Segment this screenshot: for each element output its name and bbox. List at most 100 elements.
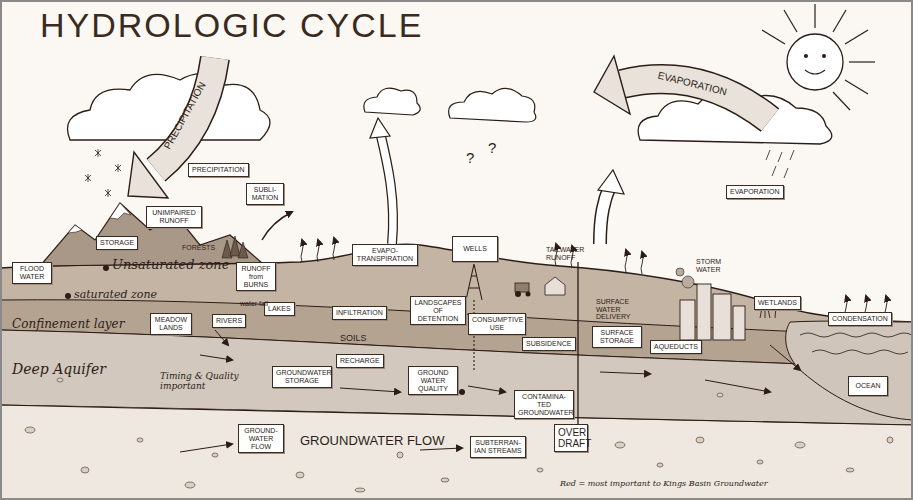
rain-drop [772, 166, 776, 176]
building [697, 284, 711, 340]
precipitation-arrow-fill [156, 58, 215, 170]
annotation-label: PRECIPITATION [162, 80, 208, 151]
note-box: CONDENSATION [828, 312, 892, 326]
note-box: CONSUMPTIVE USE [468, 313, 526, 335]
tree [230, 236, 240, 256]
pebble [757, 460, 763, 464]
tree [238, 242, 248, 258]
snowflake [95, 149, 101, 157]
pebble [355, 488, 365, 492]
rain [766, 150, 794, 178]
tailwater-arrow-head [598, 170, 624, 194]
note-box: RECHARGE [336, 354, 384, 368]
note-box: SUBTERRAN- IAN STREAMS [470, 436, 526, 458]
sun-ray [814, 4, 815, 28]
annotation-label: saturated zone [74, 289, 157, 301]
annotation-label: EVAPORATION [657, 70, 728, 98]
flow-arrow [215, 330, 228, 345]
evapotranspiration-arrow-fill [380, 132, 393, 244]
derrick-frame [466, 264, 482, 300]
note-box: WETLANDS [754, 296, 801, 310]
smoke [682, 276, 694, 288]
note-box: LANDSCAPES OF DETENTION [410, 296, 466, 325]
box-text: RIVERS [216, 317, 242, 325]
tractor-wheel [526, 292, 531, 297]
note-box: RIVERS [212, 314, 246, 328]
sun-eye [804, 54, 808, 58]
note-box: EVAPO- TRANSPIRATION [352, 244, 418, 266]
box-text: WELLS [456, 245, 494, 253]
building [733, 306, 745, 340]
tractor [515, 283, 529, 292]
sun-eye [822, 54, 826, 58]
flow-arrow [770, 345, 800, 370]
note-box: RUNOFF from BURNS [236, 262, 276, 291]
box-text: UNIMPAIRED RUNOFF [150, 209, 198, 225]
box-text: CONTAMINA- TED GROUNDWATER [518, 393, 570, 416]
rain-drop [766, 150, 770, 160]
box-text: SUBTERRAN- IAN STREAMS [474, 439, 522, 455]
building [713, 294, 731, 340]
sun-ray [845, 30, 868, 44]
pebble [696, 437, 704, 443]
precipitation-arrow-head [128, 152, 168, 198]
cloud [364, 88, 420, 115]
box-text: FLOOD WATER [16, 265, 48, 281]
sun-ray [845, 80, 868, 94]
importance-dot [65, 293, 71, 299]
box-text: GROUND- WATER FLOW [242, 427, 280, 450]
building [680, 300, 695, 340]
note-box: EVAPORATION [726, 185, 784, 199]
annotation-label: water fall [240, 300, 268, 308]
note-box: PRECIPITATION [188, 163, 249, 177]
rain-drop [790, 150, 794, 160]
pebble [615, 442, 625, 448]
tailwater-arrow [600, 186, 610, 244]
box-text: OCEAN [852, 382, 884, 390]
box-text: OVER DRAFT [558, 427, 584, 449]
sun-ray [762, 30, 785, 44]
note-box: WELLS [452, 236, 498, 262]
tractor-wheel [515, 291, 521, 297]
note-box: OVER DRAFT [554, 424, 588, 452]
overdraft-line [577, 262, 578, 428]
vapour-arrow [333, 238, 335, 260]
annotation-label: SOILS [340, 334, 367, 344]
flow-arrow [600, 372, 650, 374]
box-text: SURFACE STORAGE [596, 329, 638, 345]
pebble [137, 438, 143, 442]
box-text: RECHARGE [340, 357, 380, 365]
rain-drop [784, 168, 788, 178]
annotation-label: Deep Aquifer [12, 362, 106, 377]
sun-ray [784, 10, 797, 32]
box-text: PRECIPITATION [192, 166, 245, 174]
annotation-label: Confinement layer [12, 318, 124, 331]
box-text: SUBLI- MATION [250, 186, 280, 202]
box-text: CONDENSATION [832, 315, 888, 323]
pebbles [25, 378, 893, 492]
vapour-arrow [625, 250, 627, 272]
flow-arrow [705, 380, 770, 392]
box-text: LAKES [268, 305, 291, 313]
box-text: GROUNDWATER STORAGE [276, 369, 328, 385]
flow-arrow [420, 448, 462, 450]
bedrock [0, 405, 913, 500]
note-box: GROUND WATER QUALITY [408, 366, 458, 395]
pebble [185, 482, 195, 488]
sun-rays [762, 4, 875, 110]
flow-arrow [180, 444, 232, 452]
annotation-label: TAILWATER RUNOFF [546, 246, 606, 261]
sun-ray [849, 61, 875, 62]
pebble [81, 467, 89, 473]
box-text: WETLANDS [758, 299, 797, 307]
sun [787, 34, 843, 90]
vapour-arrow [641, 252, 643, 274]
vapour-arrow [317, 240, 319, 262]
evaporation-arrow-head [594, 56, 630, 114]
pebble [795, 442, 805, 448]
note-box: FLOOD WATER [12, 262, 52, 284]
